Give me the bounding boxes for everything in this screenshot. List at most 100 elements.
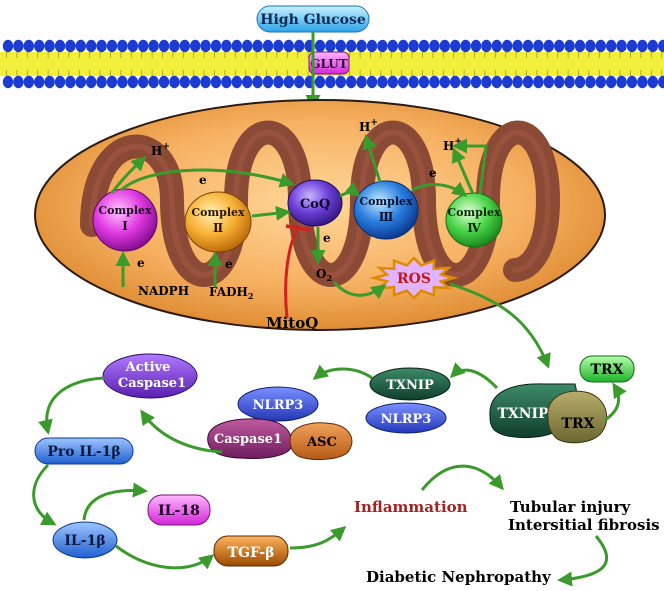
high-glucose-node: High Glucose — [256, 5, 370, 33]
lipid-head — [335, 75, 346, 89]
lipid-head — [127, 75, 138, 89]
trx-label-free: TRX — [591, 362, 624, 378]
pro-il1b-label: Pro IL-1β — [47, 444, 120, 460]
lipid-head — [533, 75, 544, 89]
fadh2-label: FADH2 — [209, 285, 253, 301]
lipid-head — [366, 39, 378, 53]
lipid-head — [96, 75, 107, 89]
electron-label-3: e — [137, 256, 145, 270]
lipid-head — [491, 75, 502, 89]
lipid-head — [418, 75, 430, 89]
lipid-head — [606, 75, 617, 89]
active-caspase1-label-1: Active — [125, 360, 171, 375]
complex-4-label: Complex — [447, 206, 501, 219]
lipid-head — [106, 75, 118, 89]
o2-label: O2 — [316, 267, 332, 283]
lipid-head — [221, 75, 232, 89]
mitoq-label: MitoQ — [266, 314, 318, 332]
lipid-head — [262, 39, 274, 53]
lipid-head — [158, 39, 170, 53]
lipid-head — [564, 75, 575, 89]
lipid-head — [65, 39, 76, 53]
arrow-complex1-to-coq — [120, 168, 295, 192]
lipid-head — [460, 39, 471, 53]
lipid-head — [564, 39, 575, 53]
lipid-head — [23, 75, 34, 89]
arrow-h-plus-3 — [451, 147, 475, 195]
lipid-head — [356, 75, 367, 89]
txnip-label-complex: TXNIP — [497, 406, 549, 422]
nlrp3-label-2: NLRP3 — [381, 412, 432, 427]
lipid-head — [34, 75, 45, 89]
lipid-head — [543, 39, 554, 53]
lipid-head — [450, 39, 461, 53]
lipid-head — [418, 39, 430, 53]
lipid-head — [210, 75, 222, 89]
lipid-head — [450, 75, 461, 89]
lipid-head — [595, 75, 606, 89]
tgfb-label: TGF-β — [228, 545, 275, 561]
lipid-head — [34, 39, 45, 53]
lipid-head — [439, 75, 450, 89]
lipid-head — [138, 39, 149, 53]
lipid-head — [533, 39, 544, 53]
complex-2: Complex Ⅱ — [184, 191, 252, 253]
lipid-head — [543, 75, 554, 89]
lipid-head — [335, 39, 346, 53]
complex-4: Complex Ⅳ — [445, 192, 503, 248]
arrow-pro-il1b-to-il1b — [32, 463, 57, 526]
lipid-head — [460, 75, 471, 89]
lipid-head — [179, 39, 190, 53]
h-plus-label-2: H+ — [359, 118, 378, 134]
glut-transporter: GLUT — [308, 51, 350, 75]
il18-node: IL-18 — [147, 494, 211, 526]
arrow-active-caspase1-to-pro-il1b — [38, 376, 105, 435]
electron-label-1: e — [199, 173, 207, 187]
lipid-head — [429, 75, 440, 89]
lipid-head — [148, 39, 159, 53]
complex-3: Complex Ⅲ — [353, 180, 419, 240]
lipid-head — [190, 75, 201, 89]
lipid-head — [23, 39, 34, 53]
lipid-head — [502, 39, 513, 53]
lipid-head — [273, 75, 284, 89]
lipid-head — [252, 39, 263, 53]
lipid-head — [13, 75, 24, 89]
trx-node-free: TRX — [579, 355, 635, 383]
lipid-head — [231, 39, 242, 53]
lipid-head — [96, 39, 107, 53]
lipid-head — [585, 39, 596, 53]
complex-3-label: Complex — [359, 195, 413, 208]
active-caspase1-node: Active Caspase1 — [102, 353, 198, 399]
txnip-nlrp3-pair: TXNIP NLRP3 — [365, 367, 451, 434]
il18-label: IL-18 — [158, 503, 200, 519]
lipid-head — [117, 39, 128, 53]
lipid-head — [138, 75, 149, 89]
lipid-head — [502, 75, 513, 89]
lipid-head — [512, 75, 523, 89]
lipid-head — [346, 39, 357, 53]
asc-label: ASC — [306, 435, 337, 450]
active-caspase1-label-2: Caspase1 — [118, 376, 186, 391]
complex-1-label: Complex — [98, 204, 152, 217]
lipid-head — [606, 39, 617, 53]
lipid-head — [387, 75, 398, 89]
lipid-head — [158, 75, 170, 89]
etc-arrows — [110, 134, 488, 300]
lipid-head — [190, 39, 201, 53]
arrow-tgfb-to-inflammation — [289, 526, 347, 550]
arrow-complex2-to-coq — [251, 205, 291, 221]
lipid-head — [346, 75, 357, 89]
arrow-txnip-to-inflammasome — [312, 364, 373, 380]
arrow-inflammasome-to-active-caspase1 — [140, 409, 223, 454]
lipid-head — [637, 75, 648, 89]
lipid-head — [242, 75, 253, 89]
arrow-coq-to-complex3 — [339, 181, 361, 198]
lipid-head — [13, 39, 24, 53]
lipid-head — [231, 75, 242, 89]
lipid-head — [658, 39, 664, 53]
lipid-head — [86, 39, 97, 53]
lipid-head — [512, 39, 523, 53]
lipid-head — [314, 39, 326, 53]
